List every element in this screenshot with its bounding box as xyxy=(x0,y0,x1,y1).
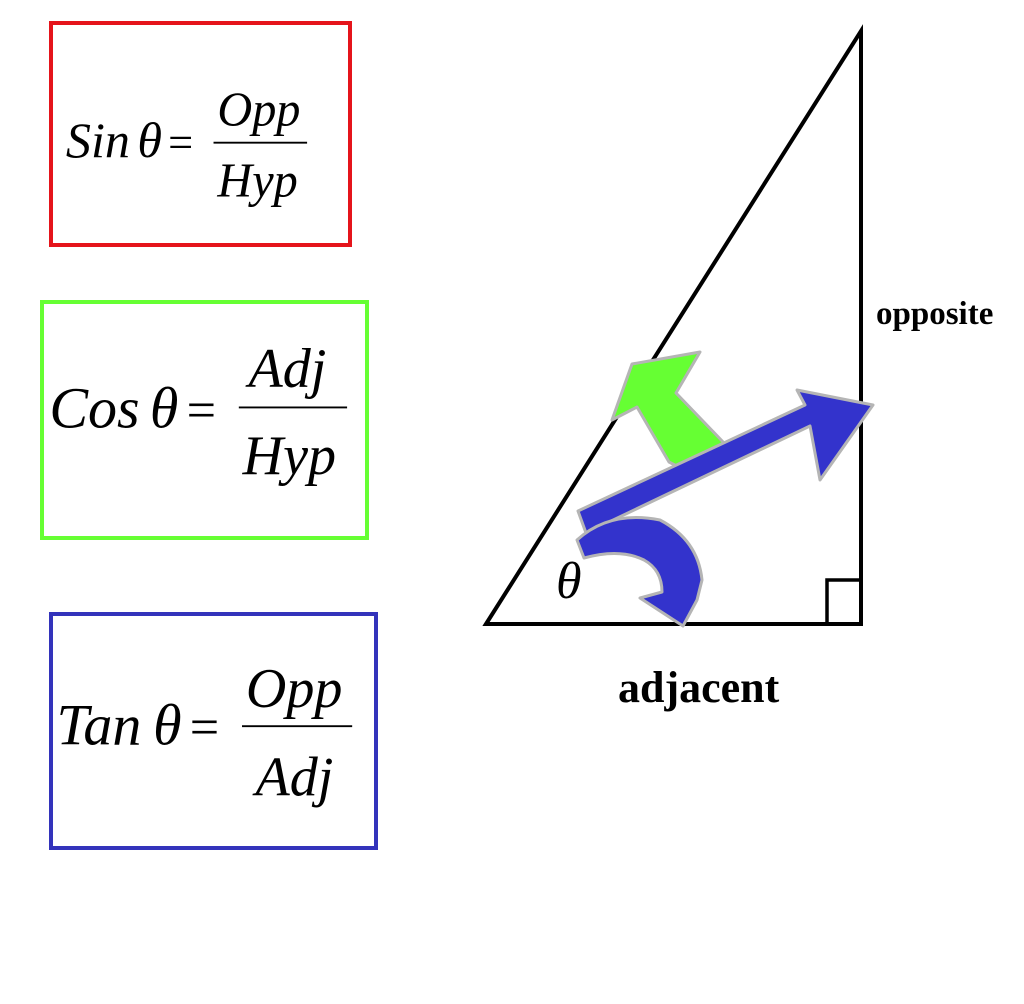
tan-denominator: Adj xyxy=(252,747,334,809)
tan-function-label: Tan xyxy=(56,693,141,758)
sin-formula: Sin θ = Opp Hyp xyxy=(66,83,308,208)
blue-curved-arrow-icon xyxy=(575,516,704,628)
sin-equals-sign: = xyxy=(168,117,193,167)
cos-formula: Cos θ = Adj Hyp xyxy=(49,338,348,487)
tan-formula: Tan θ = Opp Adj xyxy=(56,658,353,809)
theta-angle-label: θ xyxy=(556,553,582,610)
tan-formula-box: Tan θ = Opp Adj xyxy=(49,612,378,850)
sin-numerator: Opp xyxy=(217,83,300,136)
tan-theta-symbol: θ xyxy=(153,693,181,758)
blue-straight-arrow-icon xyxy=(576,388,875,535)
triangle-outline xyxy=(482,24,863,626)
adjacent-label: adjacent xyxy=(618,663,780,712)
green-arrow-icon xyxy=(610,350,727,478)
right-angle-marker xyxy=(825,578,863,626)
cos-formula-box: Cos θ = Adj Hyp xyxy=(40,300,369,540)
cos-equals-sign: = xyxy=(187,382,216,440)
sin-theta-symbol: θ xyxy=(137,112,162,168)
sin-function-label: Sin xyxy=(66,112,130,168)
sin-formula-box: Sin θ = Opp Hyp xyxy=(49,21,352,247)
cos-theta-symbol: θ xyxy=(150,376,179,441)
cos-numerator: Adj xyxy=(244,338,326,400)
cos-function-label: Cos xyxy=(49,376,139,441)
tan-equals-sign: = xyxy=(190,700,219,757)
opposite-label: opposite xyxy=(876,296,993,332)
sin-denominator: Hyp xyxy=(216,155,297,208)
cos-denominator: Hyp xyxy=(242,425,336,487)
tan-numerator: Opp xyxy=(246,658,343,720)
